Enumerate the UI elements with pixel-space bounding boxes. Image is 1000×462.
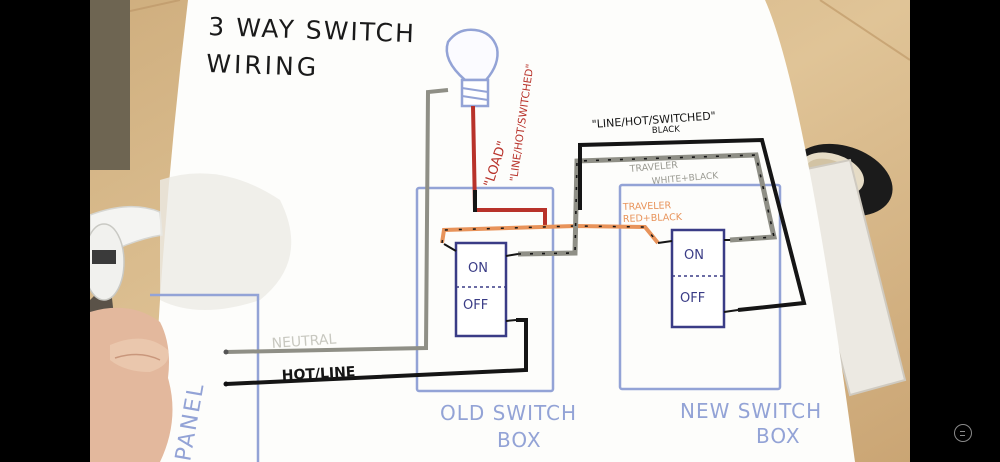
photo-scene: 3 WAY SWITCH WIRING ON OFF ON OFF: [90, 0, 910, 462]
load-wire: [471, 105, 547, 228]
black-label: BLACK: [652, 125, 681, 136]
traveler-red-label: TRAVELER: [622, 200, 672, 213]
line-hot-switched-wire: [578, 137, 807, 312]
paper-shadow: [160, 173, 292, 310]
new-switch-box: [618, 183, 782, 391]
panel-box: [150, 293, 260, 462]
title-line2: WIRING: [206, 49, 320, 82]
old-switch-box: [415, 186, 555, 393]
floor-area: [90, 0, 130, 170]
old-switch-on-label: ON: [468, 261, 488, 276]
old-box-label-line2: BOX: [497, 428, 542, 452]
old-switch-off-label: OFF: [463, 298, 488, 313]
hot-line-wire: [225, 318, 528, 386]
title-line1: 3 WAY SWITCH: [208, 12, 416, 48]
traveler-white-label: TRAVELER: [628, 160, 678, 175]
light-bulb-icon: [445, 28, 499, 108]
new-box-label-line2: BOX: [756, 424, 801, 448]
old-switch: ON OFF: [443, 241, 519, 338]
paper-sheet: [150, 0, 855, 462]
hot-line-label: HOT/LINE: [281, 364, 355, 384]
neutral-label: NEUTRAL: [271, 332, 337, 352]
new-switch-off-label: OFF: [680, 291, 705, 306]
new-box-label-line1: NEW SWITCH: [680, 399, 822, 423]
hand: [90, 307, 173, 462]
old-box-label-line1: OLD SWITCH: [440, 401, 577, 425]
new-switch: ON OFF: [657, 228, 739, 329]
lamp-fixture: [90, 205, 163, 301]
player-menu-button[interactable]: [954, 424, 972, 442]
red-black-label: RED+BLACK: [623, 212, 683, 225]
new-switch-on-label: ON: [684, 248, 704, 263]
traveler-white-black-wire: [517, 152, 778, 257]
neutral-wire: [225, 88, 449, 354]
